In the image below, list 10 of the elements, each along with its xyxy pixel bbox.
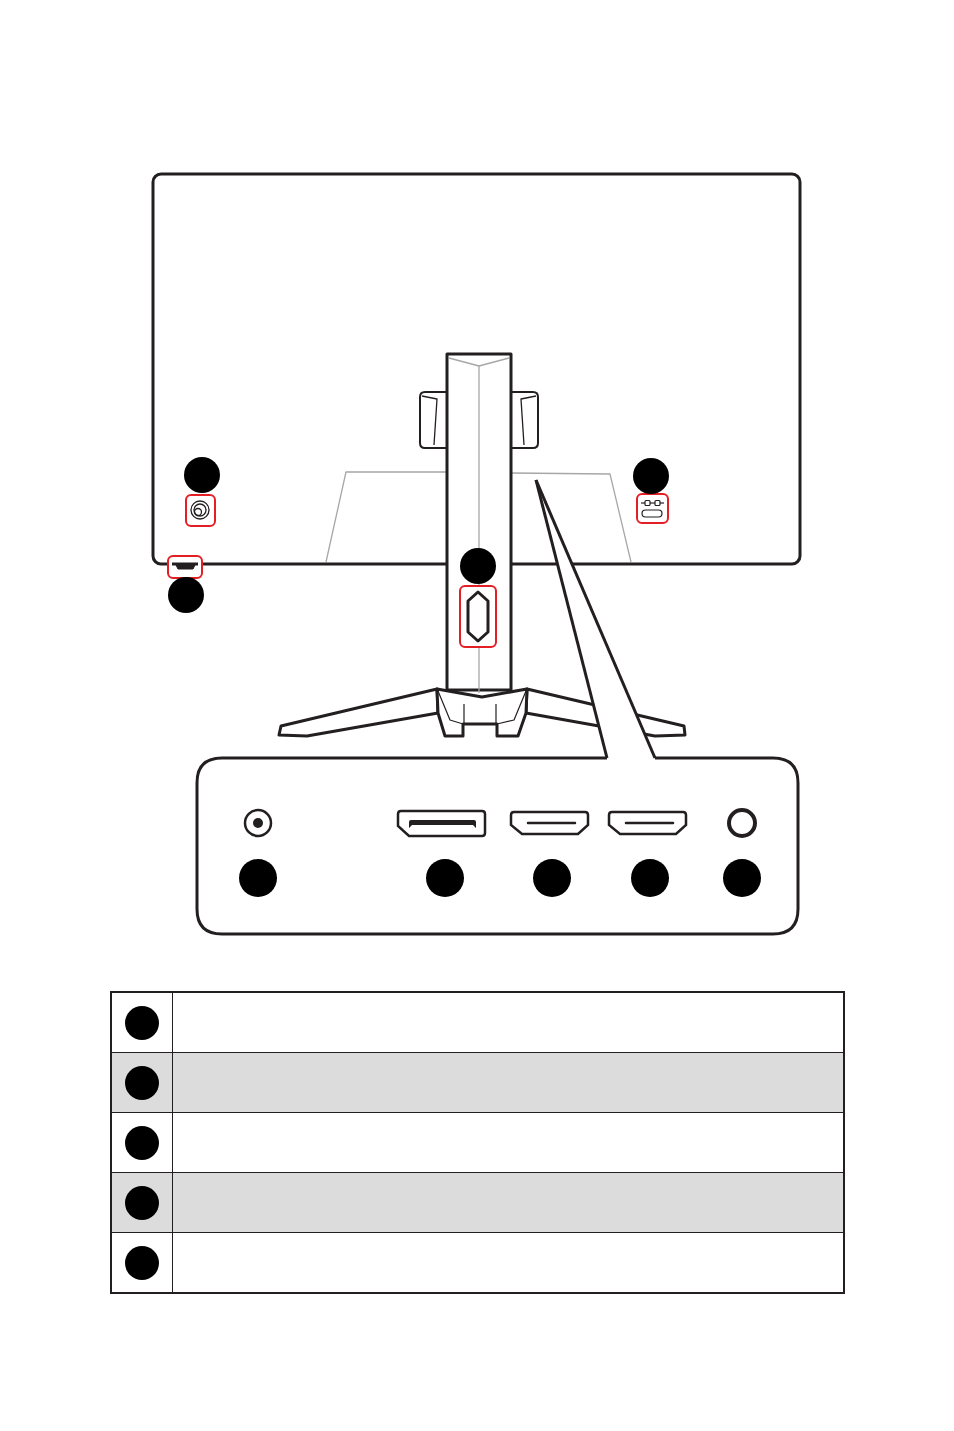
callout-marker-icon [125, 1065, 159, 1100]
callout-marker-icon [125, 1005, 159, 1040]
callout-marker-icon [125, 1245, 159, 1280]
callout-marker-icon [125, 1125, 159, 1160]
callout-marker-icon [533, 859, 571, 897]
callout-marker-icon [631, 859, 669, 897]
callout-marker-icon [125, 1185, 159, 1220]
callout-marker-icon [723, 859, 761, 897]
callout-marker-icon [239, 859, 277, 897]
callout-marker-icon [426, 859, 464, 897]
